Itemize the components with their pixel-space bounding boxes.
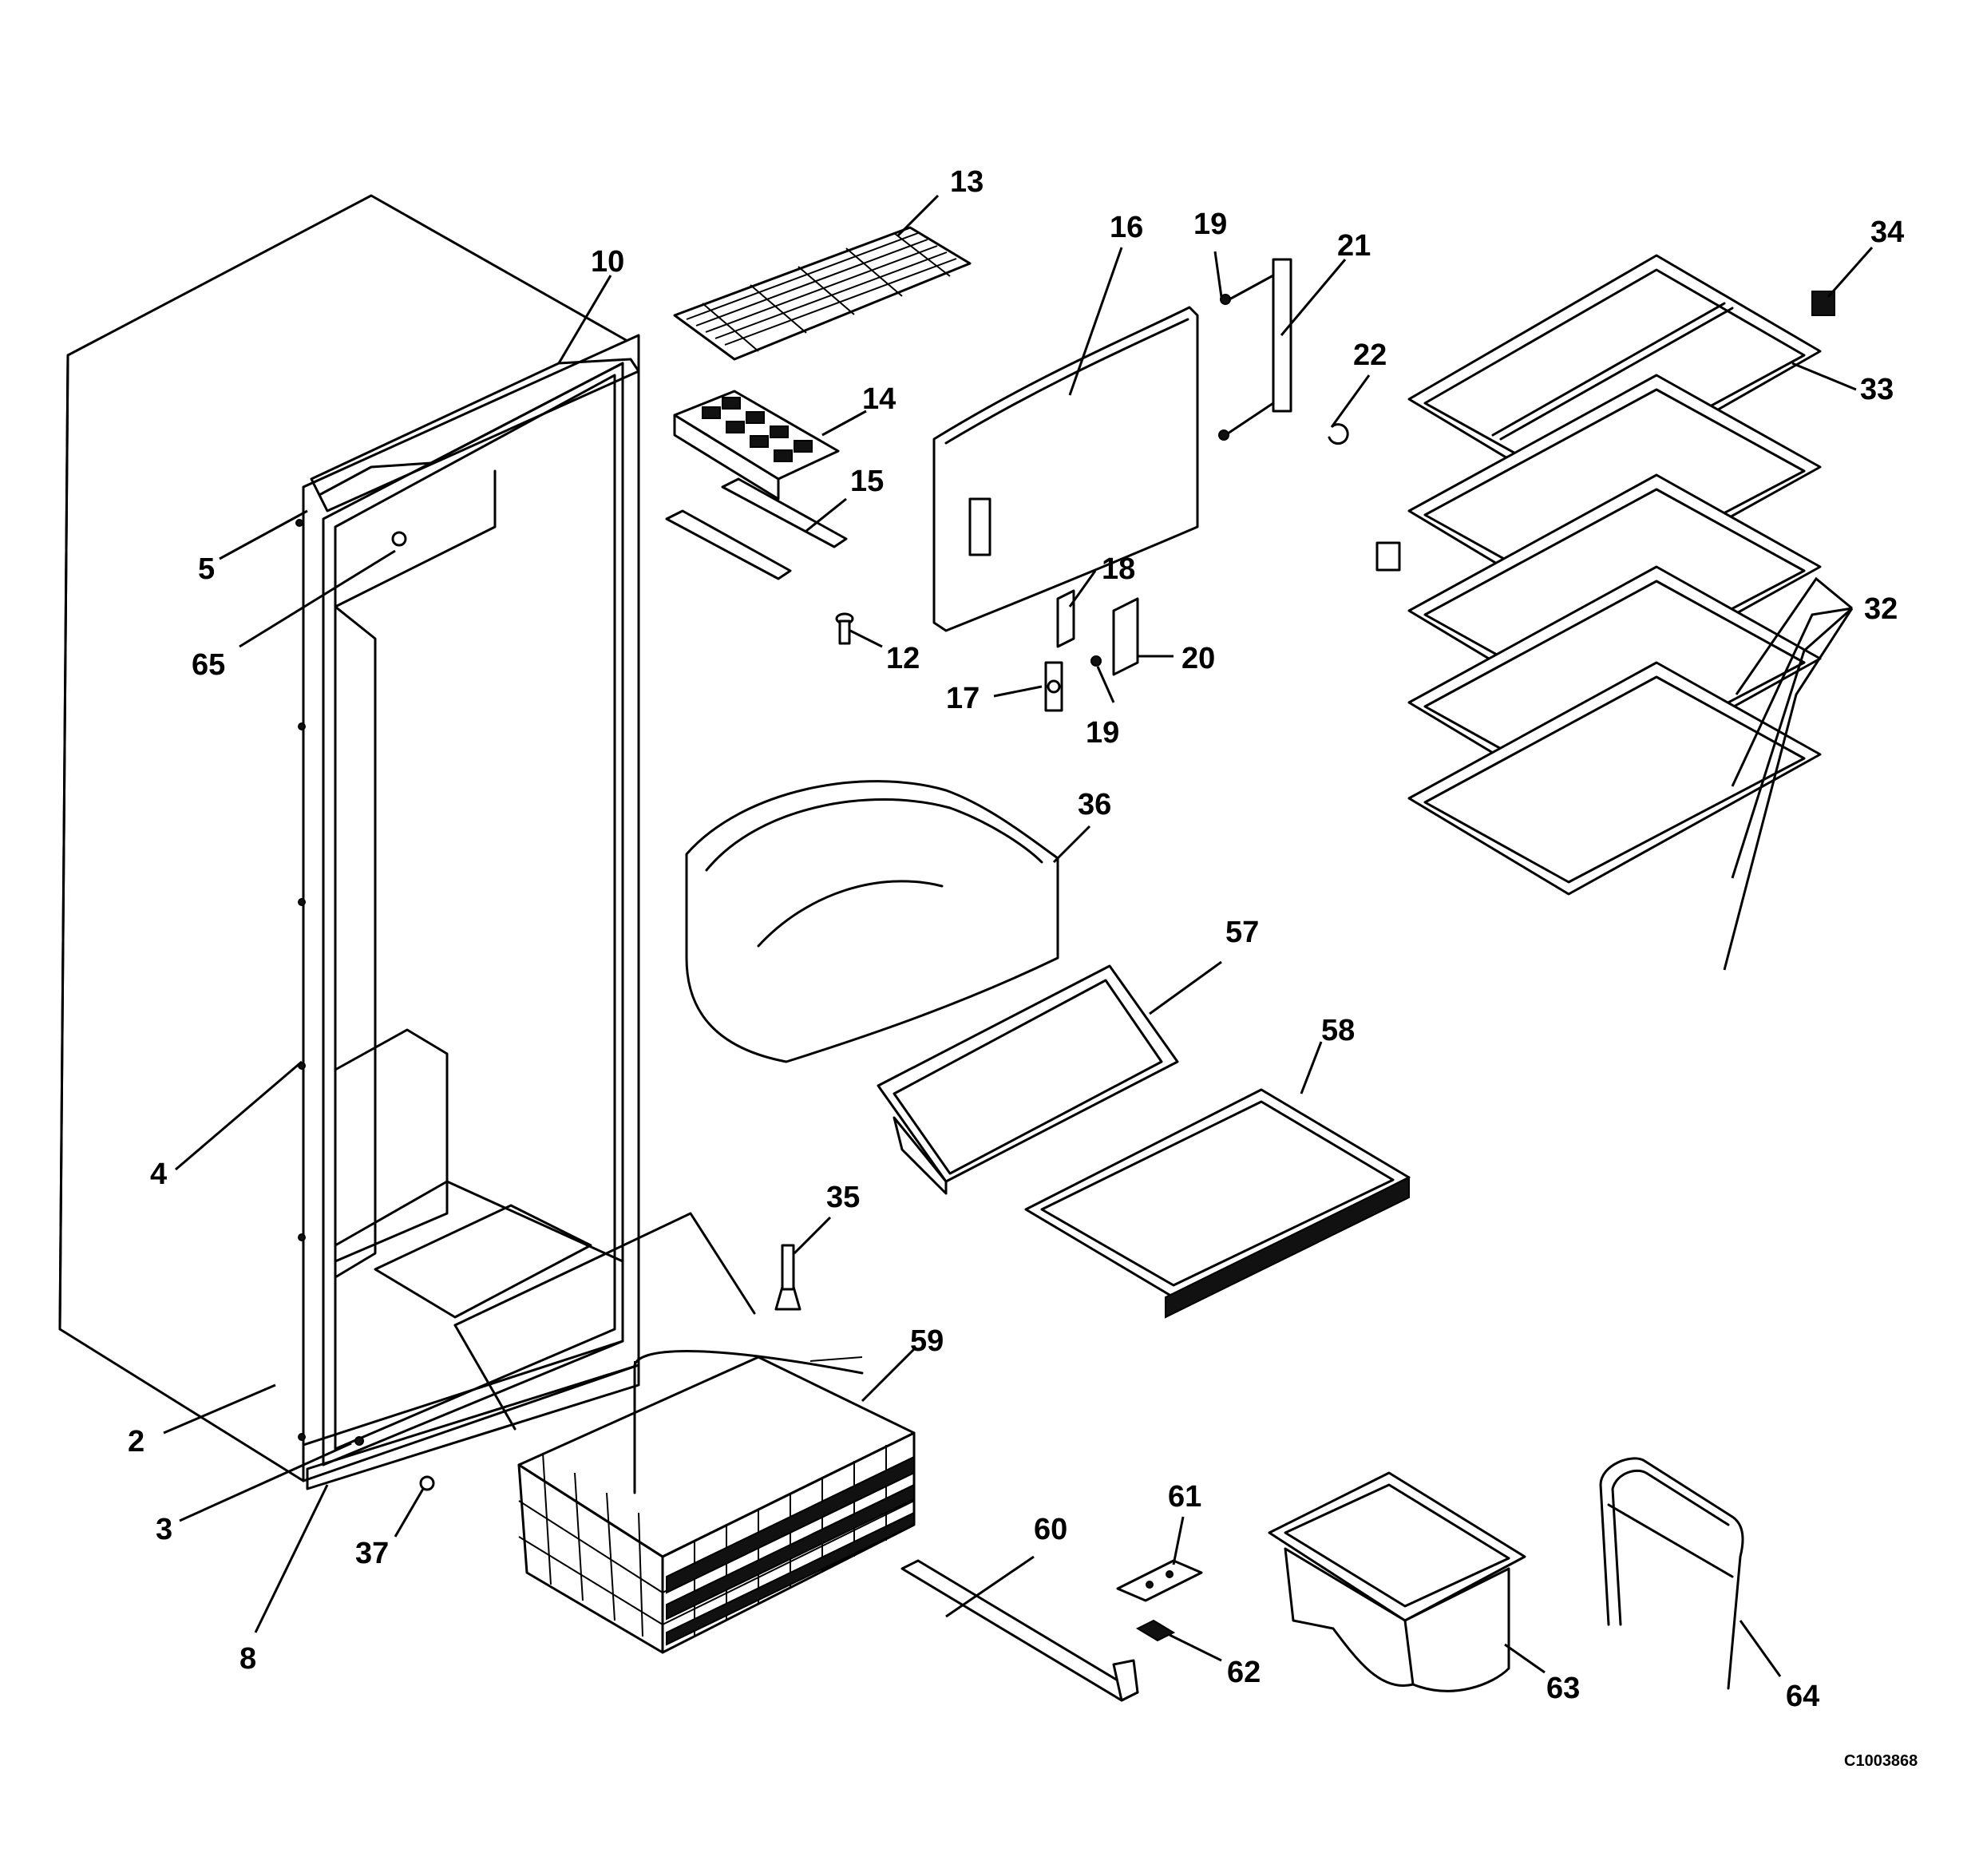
callout-65: 65 (192, 648, 225, 682)
callout-3: 3 (156, 1513, 172, 1546)
shelf-support-bracket-15 (665, 477, 848, 580)
clip-62 (1135, 1619, 1176, 1642)
tray-58 (1024, 1088, 1411, 1319)
callout-15: 15 (850, 465, 884, 498)
callout-57: 57 (1225, 916, 1259, 949)
callout-5: 5 (198, 552, 215, 586)
rail-60 (900, 1559, 1139, 1702)
hinge-17 (1044, 655, 1102, 712)
callout-37: 37 (355, 1537, 389, 1570)
bin-36 (685, 780, 1059, 1063)
pin-12 (835, 612, 854, 645)
callout-34: 34 (1870, 216, 1904, 249)
glass-shelf-32 (1407, 374, 1822, 896)
callout-63: 63 (1546, 1672, 1580, 1705)
callout-18: 18 (1102, 552, 1135, 586)
handle-64 (1599, 1457, 1744, 1690)
callout-19-upper: 19 (1193, 208, 1227, 241)
wire-basket-59 (453, 1212, 916, 1654)
callout-20: 20 (1181, 642, 1215, 675)
bin-63 (1268, 1471, 1526, 1692)
clip-22 (1328, 423, 1349, 445)
bin-57 (877, 964, 1179, 1195)
callout-64: 64 (1786, 1680, 1819, 1713)
callout-8: 8 (239, 1642, 256, 1676)
callout-21: 21 (1337, 229, 1371, 263)
callout-10: 10 (591, 245, 624, 279)
callout-32: 32 (1864, 592, 1898, 626)
callout-62: 62 (1227, 1656, 1261, 1689)
callout-61: 61 (1168, 1480, 1201, 1514)
callout-14: 14 (862, 382, 896, 416)
callout-35: 35 (826, 1181, 860, 1214)
callout-4: 4 (150, 1158, 167, 1191)
plate-20 (1112, 597, 1139, 676)
callout-33: 33 (1860, 373, 1894, 406)
bracket-61 (1116, 1559, 1203, 1602)
cabinet-body (58, 194, 640, 1491)
ice-tray-14 (673, 390, 840, 501)
callout-2: 2 (128, 1425, 144, 1458)
callout-58: 58 (1321, 1014, 1355, 1047)
callout-60: 60 (1034, 1513, 1067, 1546)
door-16 (932, 306, 1199, 632)
hinge-21 (1218, 258, 1292, 441)
callout-19-lower: 19 (1086, 716, 1119, 750)
callout-59: 59 (910, 1324, 944, 1358)
drawing-code: C1003868 (1844, 1752, 1918, 1770)
callout-12: 12 (886, 642, 920, 675)
callout-36: 36 (1078, 788, 1111, 821)
callout-labels: 13 10 14 15 16 19 21 22 34 33 5 65 12 18… (128, 165, 1918, 1770)
leader-lines (163, 194, 1874, 1677)
callout-13: 13 (950, 165, 984, 199)
callout-16: 16 (1110, 211, 1143, 244)
ice-scraper-35 (774, 1244, 801, 1311)
bracket-18 (1056, 589, 1075, 648)
wire-shelf-13 (673, 226, 972, 361)
callout-22: 22 (1353, 338, 1387, 372)
clip-unlabeled (1375, 541, 1401, 572)
callout-17: 17 (946, 682, 980, 715)
clip-34 (1811, 291, 1835, 316)
